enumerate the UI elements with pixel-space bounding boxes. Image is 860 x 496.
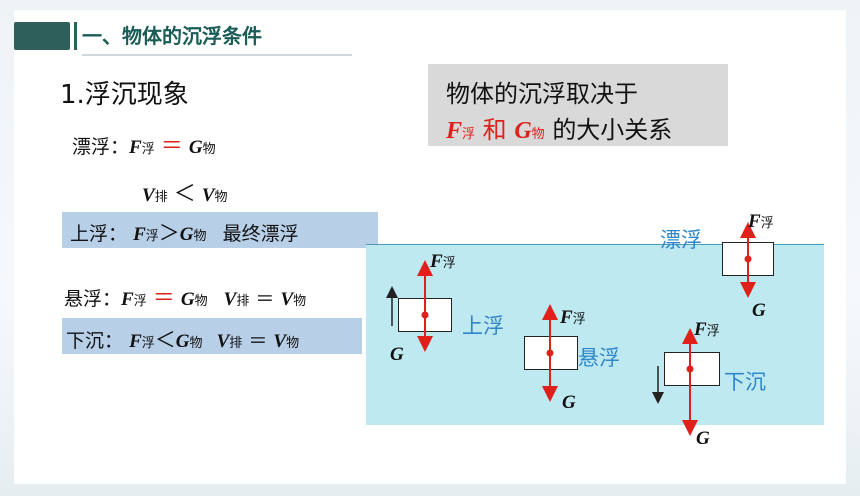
page-title: 一、物体的沉浮条件: [82, 24, 262, 48]
water-surface: [366, 244, 824, 245]
sinking-highlight: [62, 318, 362, 354]
sink-gravity-label: G: [696, 428, 710, 449]
suspend-gravity-label: G: [562, 392, 576, 413]
state-suspend-label: 悬浮: [578, 346, 620, 370]
condition-floating: 漂浮：F浮 ＝ G物: [72, 134, 216, 159]
state-rise-label: 上浮: [462, 314, 504, 338]
callout-box: [428, 64, 728, 146]
title-underline: [82, 54, 352, 56]
rise-buoyancy-label: F浮: [430, 251, 456, 272]
sink-buoyancy-label: F浮: [694, 319, 720, 340]
rise-gravity-label: G: [390, 344, 404, 365]
float-buoyancy-label: F浮: [748, 211, 774, 232]
state-sink-label: 下沉: [724, 370, 766, 394]
title-accent-bar: [14, 22, 77, 50]
suspend-buoyancy-label: F浮: [560, 307, 586, 328]
condition-label: 漂浮：: [72, 136, 130, 158]
float-gravity-label: G: [752, 300, 766, 321]
section-heading: 1.浮沉现象: [60, 80, 189, 110]
callout-line1: 物体的沉浮取决于: [446, 80, 638, 108]
condition-rising: 上浮： F浮＞G物 最终漂浮: [70, 221, 299, 245]
callout-line2: F浮 和 G物 的大小关系: [446, 116, 673, 144]
state-float-label: 漂浮: [660, 228, 702, 252]
condition-floating-volume: V排 ＜ V物: [142, 182, 228, 207]
condition-sinking: 下沉： F浮＜G物 V排 ＝ V物: [66, 328, 300, 352]
condition-suspended: 悬浮：F浮 ＝ G物 V排 ＝ V物: [64, 286, 307, 311]
rising-highlight: [62, 212, 378, 248]
